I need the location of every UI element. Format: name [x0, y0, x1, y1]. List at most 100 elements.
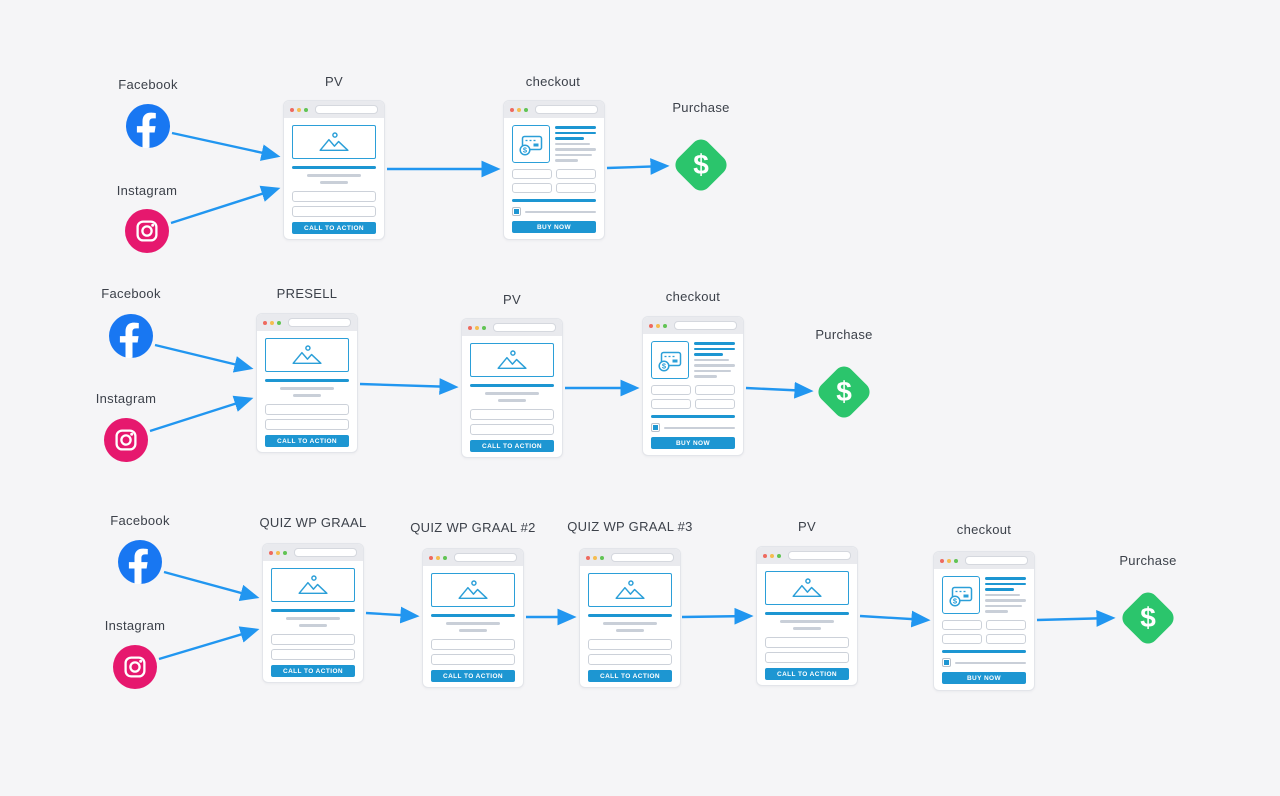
arrow-instagram-to-pv: [170, 185, 281, 225]
image-mountain-icon: [615, 580, 645, 600]
source-label-facebook: Facebook: [118, 77, 178, 92]
arrow-instagram-to-quiz: [158, 626, 260, 661]
browser-window-pv: CALL TO ACTION: [283, 100, 385, 240]
placeholder-line: [319, 181, 349, 184]
step-label-quiz-1: QUIZ WP GRAAL: [259, 515, 367, 530]
facebook-icon: [109, 314, 153, 358]
window-dot-yellow-icon: [947, 558, 951, 563]
form-field-placeholder: [765, 637, 849, 648]
placeholder-line: [765, 612, 849, 615]
window-dot-red-icon: [763, 553, 767, 558]
url-bar: [315, 105, 378, 114]
placeholder-line: [292, 166, 376, 169]
source-label-facebook: Facebook: [101, 286, 161, 301]
placeholder-line: [955, 661, 1026, 664]
placeholder-line: [485, 392, 539, 395]
window-dot-yellow-icon: [475, 325, 479, 330]
form-field-placeholder: [651, 385, 691, 395]
step-label-quiz-2: QUIZ WP GRAAL #2: [410, 520, 536, 535]
browser-titlebar: [757, 547, 857, 564]
hero-image-placeholder: [588, 573, 672, 607]
arrow-quiz3-to-pv: [681, 607, 754, 625]
arrow-quiz1-to-quiz2: [365, 606, 420, 624]
call-to-action-button: CALL TO ACTION: [271, 665, 355, 677]
step-label-checkout: checkout: [665, 289, 721, 304]
payment-card-icon: $: [512, 125, 550, 163]
buy-now-button: BUY NOW: [512, 221, 596, 233]
checkbox-icon: [651, 423, 660, 432]
window-dot-green-icon: [304, 107, 308, 112]
arrow-facebook-to-quiz: [163, 570, 260, 602]
placeholder-line: [985, 582, 1026, 586]
window-dot-green-icon: [443, 555, 447, 560]
instagram-icon: [104, 418, 148, 462]
placeholder-line: [280, 387, 334, 390]
browser-window-pv: CALL TO ACTION: [461, 318, 563, 458]
browser-window-quiz-2: CALL TO ACTION: [422, 548, 524, 688]
image-mountain-icon: [319, 132, 349, 152]
hero-image-placeholder: [431, 573, 515, 607]
placeholder-line: [694, 342, 735, 345]
form-field-placeholder: [651, 399, 691, 409]
url-bar: [535, 105, 598, 114]
browser-titlebar: [462, 319, 562, 336]
separator-line: [942, 650, 1026, 653]
arrow-checkout-to-purchase: [745, 381, 814, 399]
window-dot-red-icon: [586, 555, 590, 560]
form-field-placeholder: [431, 654, 515, 665]
svg-text:$: $: [523, 146, 528, 155]
window-dot-green-icon: [482, 325, 486, 330]
image-mountain-icon: [458, 580, 488, 600]
form-field-placeholder: [470, 409, 554, 420]
placeholder-line: [694, 369, 731, 373]
placeholder-line: [792, 627, 822, 630]
arrow-instagram-to-presell: [149, 395, 254, 433]
window-dot-green-icon: [600, 555, 604, 560]
separator-line: [651, 415, 735, 418]
form-field-placeholder: [942, 634, 982, 644]
purchase-label: Purchase: [815, 327, 873, 342]
browser-titlebar: [423, 549, 523, 566]
form-field-placeholder: [588, 639, 672, 650]
placeholder-line: [525, 210, 596, 213]
browser-titlebar: [580, 549, 680, 566]
checkbox-icon: [942, 658, 951, 667]
image-mountain-icon: [298, 575, 328, 595]
window-dot-yellow-icon: [593, 555, 597, 560]
purchase-label: Purchase: [1119, 553, 1177, 568]
call-to-action-button: CALL TO ACTION: [765, 668, 849, 680]
form-field-placeholder: [986, 634, 1026, 644]
placeholder-line: [555, 126, 596, 129]
placeholder-line: [664, 426, 735, 429]
window-dot-red-icon: [269, 550, 273, 555]
source-label-instagram: Instagram: [116, 183, 178, 198]
hero-image-placeholder: [265, 338, 349, 372]
window-dot-green-icon: [277, 320, 281, 325]
arrow-facebook-to-presell: [154, 343, 254, 373]
purchase-dollar-icon: $: [814, 362, 874, 422]
arrow-presell-to-pv: [359, 378, 459, 395]
window-dot-yellow-icon: [436, 555, 440, 560]
arrow-facebook-to-pv: [171, 131, 281, 161]
source-label-instagram: Instagram: [95, 391, 157, 406]
arrow-checkout-to-purchase: [606, 158, 670, 175]
arrow-checkout-to-purchase: [1036, 610, 1116, 627]
window-dot-green-icon: [954, 558, 958, 563]
placeholder-line: [694, 364, 735, 367]
window-dot-yellow-icon: [297, 107, 301, 112]
window-dot-red-icon: [940, 558, 944, 563]
placeholder-line: [555, 153, 592, 157]
form-field-placeholder: [292, 191, 376, 202]
product-text-placeholder: [985, 576, 1026, 614]
arrow-pv-to-checkout: [859, 610, 931, 628]
placeholder-line: [446, 622, 500, 625]
browser-window-quiz-1: CALL TO ACTION: [262, 543, 364, 683]
window-dot-green-icon: [524, 107, 528, 112]
browser-titlebar: [643, 317, 743, 334]
form-field-placeholder: [765, 652, 849, 663]
placeholder-line: [555, 131, 596, 135]
browser-titlebar: [263, 544, 363, 561]
placeholder-line: [985, 610, 1008, 613]
product-text-placeholder: [555, 125, 596, 163]
